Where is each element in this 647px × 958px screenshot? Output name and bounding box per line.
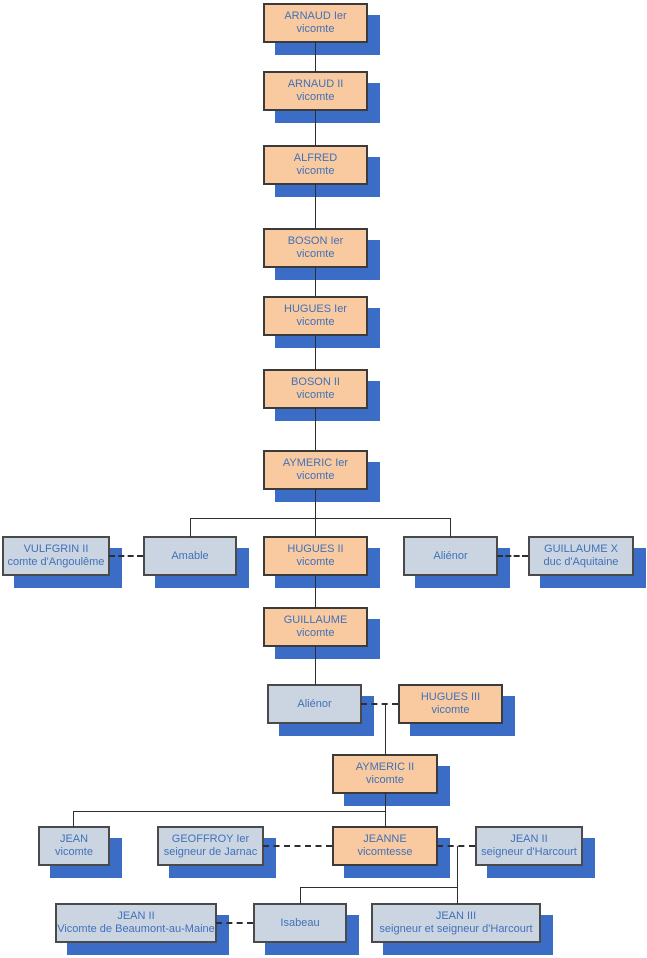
node-name: HUGUES Ier xyxy=(284,303,347,315)
node-name: Amable xyxy=(171,549,209,562)
tree-connector xyxy=(315,575,316,608)
node-name: VULFGRIN II xyxy=(23,543,89,555)
node-name: HUGUES III xyxy=(420,691,481,703)
node-name: BOSON II xyxy=(291,376,340,388)
marriage-connector xyxy=(109,555,143,557)
tree-connector xyxy=(457,846,458,888)
node-name: ALFRED xyxy=(293,152,338,164)
tree-connector xyxy=(315,489,316,537)
node-title: duc d'Aquitaine xyxy=(543,556,619,568)
node-title: seigneur d'Harcourt xyxy=(481,846,577,858)
tree-connector xyxy=(385,793,386,827)
node-name: ARNAUD II xyxy=(287,78,344,90)
marriage-connector xyxy=(361,703,398,705)
marriage-connector xyxy=(216,922,253,924)
node-title: vicomte xyxy=(55,846,93,858)
tree-node-isabeau: Isabeau xyxy=(253,903,347,943)
node-name: Aliénor xyxy=(297,697,332,710)
marriage-connector xyxy=(497,555,528,557)
node-title: vicomtesse xyxy=(357,846,413,858)
tree-connector xyxy=(315,646,316,685)
node-name: GEOFFROY Ier xyxy=(171,833,250,845)
tree-connector xyxy=(315,335,316,370)
node-name: GUILLAUME X xyxy=(544,543,618,555)
tree-connector xyxy=(315,408,316,451)
tree-connector xyxy=(300,887,458,888)
tree-connector xyxy=(315,42,316,72)
node-title: vicomte xyxy=(296,316,335,328)
node-title: vicomte xyxy=(296,627,335,639)
tree-node-alienor-2: Aliénor xyxy=(267,684,362,724)
node-title: seigneur de Jarnac xyxy=(163,846,258,858)
node-title: seigneur et seigneur d'Harcourt xyxy=(379,923,533,935)
marriage-connector xyxy=(437,845,475,847)
node-title: vicomte xyxy=(296,23,335,35)
node-title: vicomte xyxy=(296,91,335,103)
node-title: vicomte xyxy=(431,704,470,716)
tree-connector xyxy=(457,887,458,904)
node-title: comte d'Angoulême xyxy=(7,556,105,568)
node-title: vicomte xyxy=(296,248,335,260)
tree-connector xyxy=(450,518,451,537)
node-name: ARNAUD Ier xyxy=(284,10,347,22)
node-title: vicomte xyxy=(366,774,404,786)
node-name: AYMERIC Ier xyxy=(282,457,349,469)
node-name: JEAN III xyxy=(435,910,477,922)
node-name: JEAN II xyxy=(117,910,155,922)
tree-connector xyxy=(315,184,316,229)
tree-connector xyxy=(315,267,316,297)
node-title: Vicomte de Beaumont-au-Maine xyxy=(57,923,215,935)
node-title: vicomte xyxy=(296,556,335,568)
tree-connector xyxy=(300,887,301,904)
tree-node-amable: Amable xyxy=(143,536,237,576)
node-name: Aliénor xyxy=(433,549,468,562)
node-name: AYMERIC II xyxy=(355,761,415,773)
tree-node-alienor-1: Aliénor xyxy=(403,536,498,576)
marriage-connector xyxy=(263,845,332,847)
node-name: BOSON Ier xyxy=(287,235,344,247)
node-name: Isabeau xyxy=(280,916,320,929)
tree-connector xyxy=(73,811,386,812)
node-title: vicomte xyxy=(296,389,335,401)
node-name: JEAN xyxy=(59,833,89,845)
tree-connector xyxy=(190,518,451,519)
tree-connector xyxy=(73,811,74,827)
node-name: JEAN II xyxy=(510,833,548,845)
node-name: GUILLAUME xyxy=(283,614,348,626)
node-name: HUGUES II xyxy=(287,543,344,555)
tree-connector xyxy=(190,518,191,537)
node-title: vicomte xyxy=(296,470,335,482)
node-title: vicomte xyxy=(296,165,335,177)
tree-connector xyxy=(315,110,316,146)
node-name: JEANNE xyxy=(363,833,407,845)
tree-connector xyxy=(385,704,386,755)
